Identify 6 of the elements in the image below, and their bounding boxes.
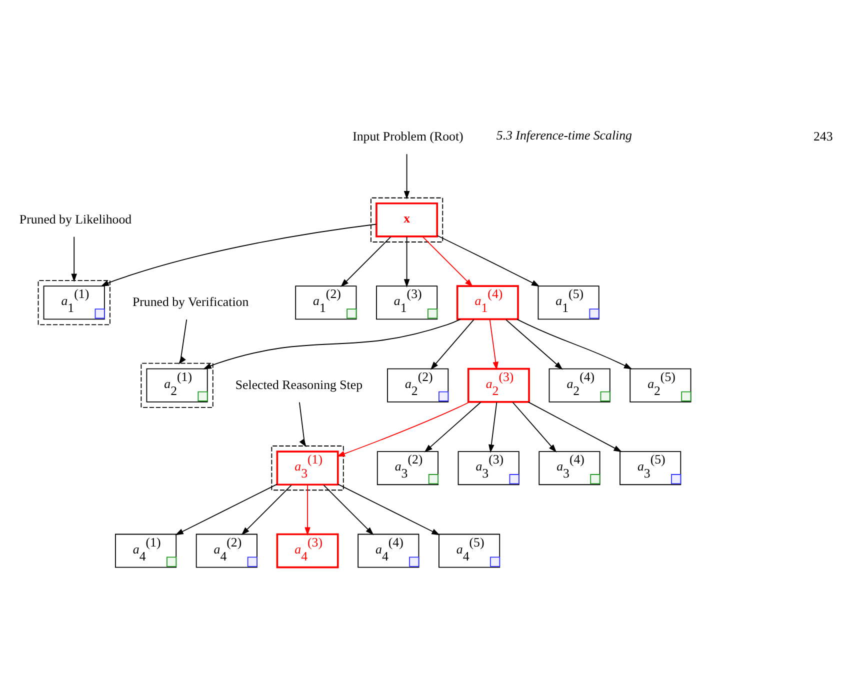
node-text: Pruned by Likelihood — [19, 212, 132, 226]
node-text: Pruned by Verification — [132, 295, 249, 310]
node-text: Input Problem (Root) — [352, 130, 464, 144]
node-text: Selected Reasoning Step — [235, 378, 363, 392]
label: 243 — [813, 130, 833, 144]
label: 5.3 Inference-time Scaling — [496, 128, 632, 143]
